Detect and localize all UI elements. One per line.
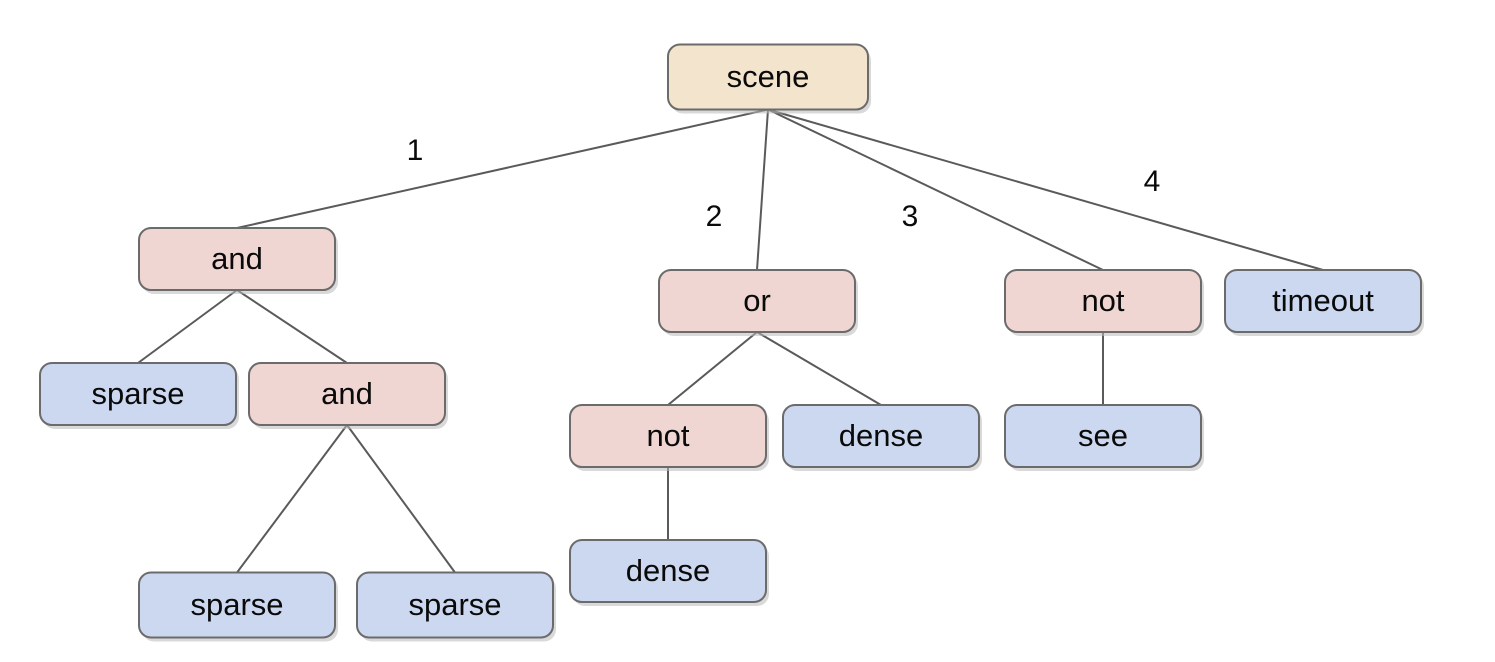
node-label-not1: not <box>646 418 689 453</box>
tree-edge-and1-to-sparse1 <box>137 289 238 364</box>
tree-node-not1[interactable]: not <box>569 404 769 471</box>
tree-edge-and2-to-sparse2 <box>236 424 348 574</box>
tree-edge-scene-to-not2 <box>767 108 1104 271</box>
tree-node-dense1[interactable]: dense <box>782 404 982 471</box>
tree-node-see[interactable]: see <box>1004 404 1204 471</box>
node-box-and1[interactable] <box>138 227 336 291</box>
node-label-and2: and <box>321 376 373 411</box>
tree-node-sparse2[interactable]: sparse <box>138 571 338 642</box>
tree-edge-scene-to-or1 <box>756 108 769 271</box>
node-label-not2: not <box>1081 283 1124 318</box>
node-box-not1[interactable] <box>569 404 767 468</box>
node-label-see: see <box>1078 418 1128 453</box>
node-label-dense2: dense <box>626 553 710 588</box>
tree-node-not2[interactable]: not <box>1004 269 1204 336</box>
node-label-sparse1: sparse <box>91 376 184 411</box>
node-label-timeout: timeout <box>1272 283 1374 318</box>
tree-edge-scene-to-and1 <box>236 108 769 229</box>
tree-node-or1[interactable]: or <box>658 269 858 336</box>
edge-label-1: 1 <box>407 134 424 167</box>
node-box-not2[interactable] <box>1004 269 1202 333</box>
node-box-sparse3[interactable] <box>356 571 554 639</box>
tree-node-timeout[interactable]: timeout <box>1224 269 1424 336</box>
edge-labels-layer: 1 2 3 4 <box>407 134 1161 233</box>
tree-node-dense2[interactable]: dense <box>569 539 769 606</box>
node-box-dense1[interactable] <box>782 404 980 468</box>
nodes-layer: scene and or not timeout sparse and not dense see… <box>39 43 1424 642</box>
tree-edge-and2-to-sparse3 <box>346 424 456 574</box>
node-label-dense1: dense <box>839 418 923 453</box>
node-label-scene: scene <box>727 59 810 94</box>
node-box-scene[interactable] <box>667 43 869 111</box>
node-box-or1[interactable] <box>658 269 856 333</box>
tree-node-and2[interactable]: and <box>248 362 448 429</box>
node-box-see[interactable] <box>1004 404 1202 468</box>
tree-edge-or1-to-not1 <box>667 331 758 406</box>
edge-label-2: 2 <box>706 200 723 233</box>
edges-layer <box>137 108 1324 574</box>
node-label-sparse2: sparse <box>190 587 283 622</box>
node-box-sparse2[interactable] <box>138 571 336 639</box>
tree-edge-or1-to-dense1 <box>756 331 882 406</box>
edge-label-3: 3 <box>902 200 919 233</box>
tree-edge-scene-to-timeout <box>767 108 1324 271</box>
tree-node-sparse3[interactable]: sparse <box>356 571 556 642</box>
tree-edge-and1-to-and2 <box>236 289 348 364</box>
node-label-or1: or <box>743 283 771 318</box>
tree-node-sparse1[interactable]: sparse <box>39 362 239 429</box>
edge-label-4: 4 <box>1144 165 1161 198</box>
node-box-sparse1[interactable] <box>39 362 237 426</box>
node-label-and1: and <box>211 241 263 276</box>
node-box-timeout[interactable] <box>1224 269 1422 333</box>
tree-node-and1[interactable]: and <box>138 227 338 294</box>
node-box-dense2[interactable] <box>569 539 767 603</box>
node-box-and2[interactable] <box>248 362 446 426</box>
tree-node-scene[interactable]: scene <box>667 43 871 114</box>
node-label-sparse3: sparse <box>408 587 501 622</box>
